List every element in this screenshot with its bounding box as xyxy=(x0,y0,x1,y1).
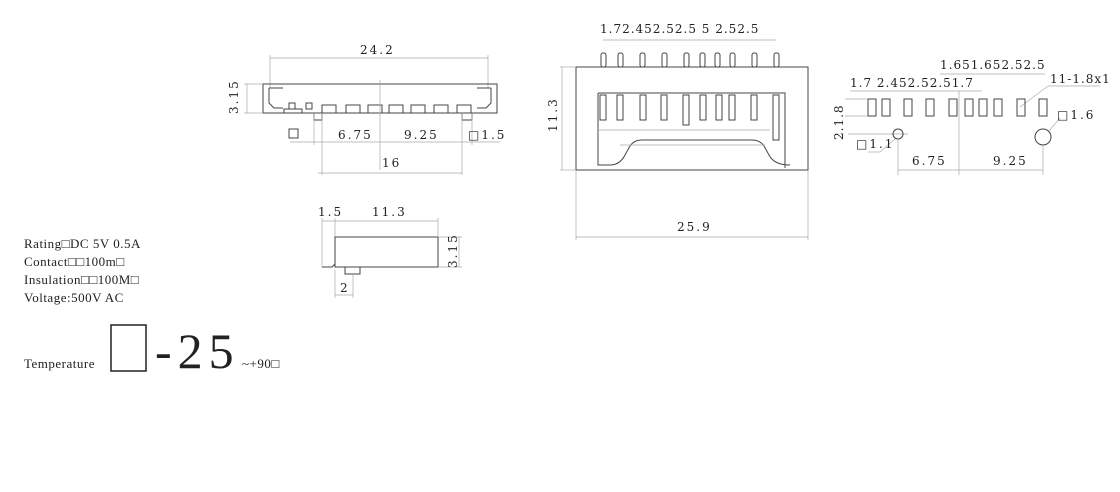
temperature-max: ~+90□ xyxy=(242,356,280,371)
pin-dimension: 2 xyxy=(340,281,350,295)
overall-width: 25.9 xyxy=(677,220,712,234)
height-dimension: 3.15 xyxy=(227,79,241,114)
temperature-box xyxy=(110,324,147,372)
small-hole-size: □1.1 xyxy=(856,137,894,151)
peg-spacing: 16 xyxy=(382,156,401,170)
side-view: 1.5 11.3 3.15 2 xyxy=(318,205,462,298)
side-height: 3.15 xyxy=(446,233,460,268)
depth-dimension: 11.3 xyxy=(546,97,560,132)
spec-rating: Rating□DC 5V 0.5A xyxy=(24,236,141,251)
pcb-right-offset: 9.25 xyxy=(993,154,1028,168)
side-offset: 1.5 xyxy=(318,205,343,219)
top-view: 1.72.452.52.5 5 2.52.5 11.3 25.9 xyxy=(546,22,809,240)
spec-voltage: Voltage:500V AC xyxy=(24,290,124,305)
pcb-left-offset: 6.75 xyxy=(912,154,947,168)
square-symbol xyxy=(288,128,299,139)
spec-contact: Contact□□100m□ xyxy=(24,254,125,269)
front-view: 24.2 3.15 6.75 9.25 □1.5 16 xyxy=(227,43,506,175)
temperature-label: Temperature xyxy=(24,356,95,371)
specifications: Rating□DC 5V 0.5A Contact□□100m□ Insulat… xyxy=(24,236,280,379)
pcb-layout: 1.651.652.52.5 1.7 2.452.52.51.7 11-1.8x… xyxy=(832,58,1111,175)
pin-size: □1.5 xyxy=(468,128,506,142)
side-length: 11.3 xyxy=(372,205,407,219)
pitch-row-upper: 1.651.652.52.5 xyxy=(940,58,1046,72)
temperature-min: -25 xyxy=(155,323,240,379)
pad-height: 2.1.8 xyxy=(832,104,846,140)
pitch-row-lower: 1.7 2.452.52.51.7 xyxy=(850,76,974,90)
pad-callout: 11-1.8x1 xyxy=(1050,72,1111,86)
pitch-dimensions: 1.72.452.52.5 5 2.52.5 xyxy=(600,22,759,36)
right-offset: 9.25 xyxy=(404,128,439,142)
big-hole xyxy=(1034,128,1052,146)
width-dimension: 24.2 xyxy=(360,43,395,57)
spec-insulation: Insulation□□100M□ xyxy=(24,272,139,287)
big-hole-size: □1.6 xyxy=(1057,108,1095,122)
left-offset: 6.75 xyxy=(338,128,373,142)
